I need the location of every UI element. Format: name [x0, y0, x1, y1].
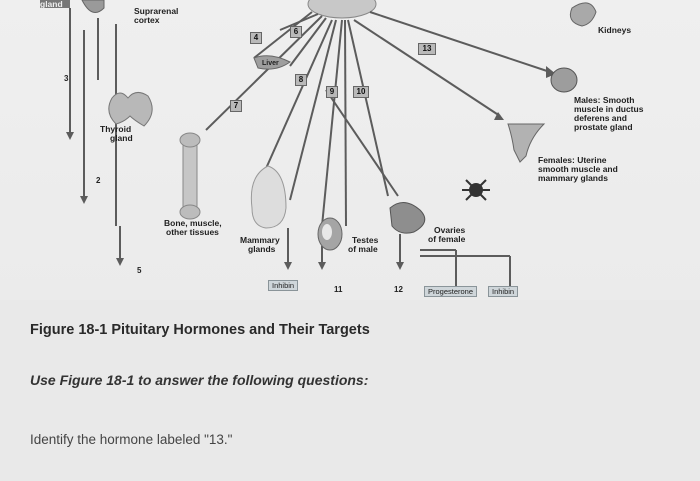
- testes-label-2: of male: [348, 244, 378, 254]
- ovaries-label-2: of female: [428, 234, 466, 244]
- males-label-2: muscle in ductus: [574, 104, 644, 114]
- instruction-text: Use Figure 18-1 to answer the following …: [30, 372, 369, 388]
- number-6: 6: [290, 26, 302, 38]
- gland-tag-shape: [40, 0, 70, 8]
- mammary-label-2: glands: [248, 244, 276, 254]
- number-4: 4: [250, 32, 262, 44]
- question-text: Identify the hormone labeled "13.": [30, 432, 233, 447]
- number-9: 9: [326, 86, 338, 98]
- inhibin-box-2: Inhibin: [488, 286, 519, 297]
- number-2: 2: [96, 176, 101, 185]
- number-10: 10: [353, 86, 369, 98]
- pituitary-shape: [307, 0, 377, 19]
- testes-label: Testes: [352, 235, 379, 245]
- males-label-3: deferens and: [574, 113, 627, 123]
- kidneys-label: Kidneys: [598, 25, 632, 35]
- number-3: 3: [64, 74, 69, 83]
- number-12: 12: [394, 285, 403, 294]
- number-13: 13: [418, 43, 436, 55]
- number-8: 8: [295, 74, 307, 86]
- suprarenal-label: Suprarenal: [134, 6, 179, 16]
- cortex-label: cortex: [134, 15, 160, 25]
- ovaries-label: Ovaries: [434, 225, 466, 235]
- pituitary-hormone-figure: gland Suprarenal cortex Kidneys Liver Th…: [0, 0, 700, 300]
- figure-caption: Figure 18-1 Pituitary Hormones and Their…: [30, 322, 370, 338]
- bone-label: Bone, muscle,: [164, 218, 222, 228]
- gland-label: gland: [40, 0, 63, 9]
- progesterone-box: Progesterone: [424, 286, 478, 297]
- number-5: 5: [137, 266, 142, 275]
- figure-drawing: [40, 0, 597, 286]
- adrenal-shape: [81, 0, 105, 13]
- males-label-1: Males: Smooth: [574, 95, 635, 105]
- females-label-1: Females: Uterine: [538, 155, 607, 165]
- thyroid-label: Thyroid: [100, 124, 132, 134]
- bone-label-2: other tissues: [166, 227, 219, 237]
- females-label-3: mammary glands: [538, 173, 608, 183]
- thyroid-label-2: gland: [110, 133, 133, 143]
- males-label-4: prostate gland: [574, 122, 633, 132]
- number-7: 7: [230, 100, 242, 112]
- number-11: 11: [334, 285, 343, 294]
- mammary-label: Mammary: [240, 235, 280, 245]
- females-label-2: smooth muscle and: [538, 164, 618, 174]
- liver-label: Liver: [262, 60, 279, 67]
- inhibin-box-1: Inhibin: [268, 280, 299, 291]
